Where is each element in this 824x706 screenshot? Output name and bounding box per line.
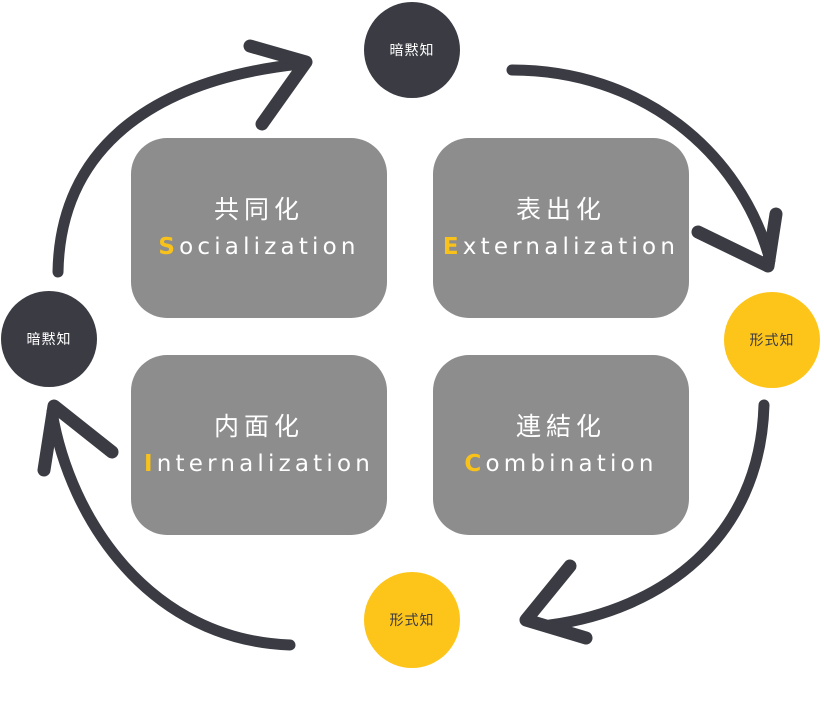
- internalization-rest: nternalization: [156, 451, 375, 477]
- combination-en-label: Combination: [464, 448, 657, 480]
- combination-initial: C: [464, 451, 486, 477]
- internalization-initial: I: [143, 451, 157, 477]
- externalization-rest: xternalization: [462, 234, 680, 260]
- box-externalization: 表出化 Externalization: [433, 138, 689, 318]
- arrowhead-socialization: [243, 39, 313, 131]
- arrowhead-internalization: [37, 399, 119, 477]
- node-explicit-bottom: 形式知: [364, 572, 460, 668]
- externalization-en-label: Externalization: [443, 231, 679, 263]
- arrow-externalization: [506, 64, 776, 266]
- externalization-jp-label: 表出化: [515, 195, 606, 224]
- socialization-jp-label: 共同化: [213, 195, 304, 224]
- arrow-socialization: [52, 58, 306, 278]
- socialization-en-label: Socialization: [158, 231, 359, 263]
- internalization-en-label: Internalization: [144, 448, 374, 480]
- box-internalization: 内面化 Internalization: [131, 355, 387, 535]
- arrow-combination: [544, 399, 770, 631]
- socialization-initial: S: [158, 234, 180, 260]
- box-combination: 連結化 Combination: [433, 355, 689, 535]
- socialization-rest: ocialization: [179, 234, 360, 260]
- node-tacit-left: 暗黙知: [1, 291, 97, 387]
- combination-rest: ombination: [485, 451, 658, 477]
- combination-jp-label: 連結化: [515, 412, 606, 441]
- node-explicit-right: 形式知: [724, 292, 820, 388]
- node-tacit-top: 暗黙知: [364, 2, 460, 98]
- arrowhead-combination: [519, 559, 593, 645]
- arrowhead-externalization: [691, 207, 783, 273]
- box-socialization: 共同化 Socialization: [131, 138, 387, 318]
- internalization-jp-label: 内面化: [213, 412, 304, 441]
- arrow-internalization: [46, 406, 296, 651]
- externalization-initial: E: [442, 234, 463, 260]
